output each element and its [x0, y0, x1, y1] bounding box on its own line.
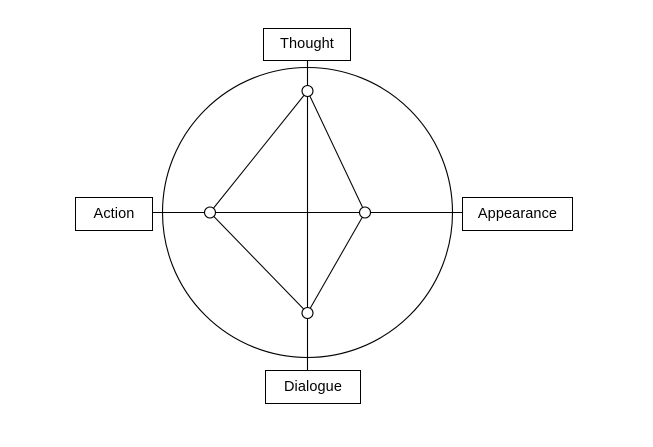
node-marker-thought[interactable]: [301, 84, 314, 98]
label-text-appearance: Appearance: [477, 205, 558, 222]
label-box-dialogue[interactable]: Dialogue: [265, 370, 361, 404]
edge-appearance-dialogue: [307, 212, 366, 314]
label-box-thought[interactable]: Thought: [263, 28, 351, 61]
node-marker-dialogue[interactable]: [301, 306, 314, 320]
label-box-action[interactable]: Action: [75, 197, 153, 231]
edge-dialogue-action: [209, 212, 308, 314]
edge-thought-appearance: [307, 90, 366, 213]
label-text-thought: Thought: [280, 36, 334, 53]
node-marker-appearance[interactable]: [358, 206, 372, 219]
label-box-appearance[interactable]: Appearance: [462, 197, 573, 231]
label-text-action: Action: [93, 205, 135, 222]
edge-action-thought: [209, 90, 308, 213]
label-text-dialogue: Dialogue: [283, 378, 343, 395]
node-marker-action[interactable]: [203, 206, 217, 219]
